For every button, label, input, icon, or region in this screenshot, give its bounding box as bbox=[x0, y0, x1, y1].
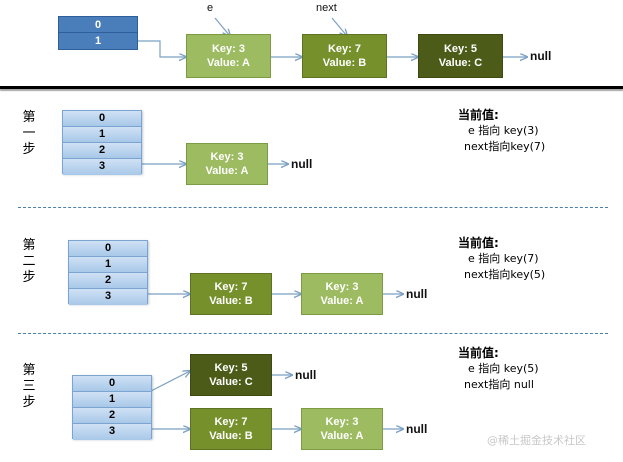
array-cell[interactable]: 3 bbox=[73, 424, 151, 440]
step-label-char: 三 bbox=[22, 379, 36, 394]
step-label-char: 步 bbox=[22, 142, 36, 157]
array-cell[interactable]: 2 bbox=[73, 408, 151, 424]
node-key: Key: 5 bbox=[214, 362, 248, 374]
node-key: Key: 3 bbox=[325, 416, 359, 428]
node-value: Value: A bbox=[320, 295, 364, 307]
current-values-row: e 指向 key(7) bbox=[468, 252, 539, 265]
step-label-1: 第 一 步 bbox=[18, 110, 40, 158]
step3-node-key7[interactable]: Key: 7 Value: B bbox=[190, 408, 272, 450]
node-value: Value: A bbox=[207, 57, 250, 69]
step-label-char: 第 bbox=[22, 363, 36, 378]
current-values-row: e 指向 key(5) bbox=[468, 362, 539, 375]
null-label: null bbox=[291, 157, 313, 171]
array-cell[interactable]: 0 bbox=[63, 111, 141, 127]
array-cell[interactable]: 2 bbox=[63, 143, 141, 159]
step-label-char: 第 bbox=[22, 238, 36, 253]
array-cell[interactable]: 0 bbox=[59, 17, 137, 33]
section-divider-solid bbox=[0, 86, 623, 89]
current-values-title: 当前值: bbox=[458, 236, 499, 250]
node-key: Key: 7 bbox=[214, 281, 248, 293]
current-values-row: e 指向 key(3) bbox=[468, 124, 539, 137]
top-array[interactable]: 0 1 bbox=[58, 16, 138, 50]
step1-array[interactable]: 0 1 2 3 bbox=[62, 110, 142, 175]
connector-step3-array-to-topnode bbox=[150, 371, 190, 392]
watermark: @稀土掘金技术社区 bbox=[487, 434, 586, 447]
array-cell[interactable]: 1 bbox=[94, 35, 102, 47]
array-cell[interactable]: 1 bbox=[63, 127, 141, 143]
array-cell[interactable]: 1 bbox=[69, 257, 147, 273]
node-value: Value: A bbox=[205, 165, 249, 177]
node-value: Value: B bbox=[322, 57, 367, 69]
null-label: null bbox=[295, 368, 317, 382]
step-label-char: 一 bbox=[22, 126, 36, 141]
null-label: null bbox=[406, 287, 428, 301]
node-key7[interactable]: Key: 7 Value: B bbox=[302, 34, 387, 78]
step2-node-key7[interactable]: Key: 7 Value: B bbox=[190, 273, 272, 315]
current-values-row: next指向 null bbox=[464, 378, 534, 391]
node-key: Key: 3 bbox=[325, 281, 359, 293]
current-values-title: 当前值: bbox=[458, 108, 499, 122]
step-label-char: 二 bbox=[22, 254, 36, 269]
step2-current-values: 当前值: e 指向 key(7) next指向key(5) bbox=[458, 235, 545, 283]
array-cell[interactable]: 3 bbox=[69, 289, 147, 305]
section-divider-dashed bbox=[18, 333, 608, 334]
array-cell[interactable]: 3 bbox=[63, 159, 141, 175]
section-divider-dashed bbox=[18, 207, 608, 208]
step-label-2: 第 二 步 bbox=[18, 238, 40, 286]
connector-top-array-to-node1 bbox=[137, 40, 186, 57]
step3-node-key5[interactable]: Key: 5 Value: C bbox=[190, 354, 272, 396]
node-key: Key: 3 bbox=[210, 151, 244, 163]
node-key3[interactable]: Key: 3 Value: A bbox=[186, 34, 271, 78]
step-label-3: 第 三 步 bbox=[18, 363, 40, 411]
step-label-char: 步 bbox=[22, 270, 36, 285]
array-cell[interactable]: 1 bbox=[73, 392, 151, 408]
step1-node-key3[interactable]: Key: 3 Value: A bbox=[186, 143, 268, 185]
node-key: Key: 7 bbox=[214, 416, 248, 428]
pointer-label-next: next bbox=[316, 2, 337, 14]
step2-node-key3[interactable]: Key: 3 Value: A bbox=[301, 273, 383, 315]
step1-current-values: 当前值: e 指向 key(3) next指向key(7) bbox=[458, 107, 545, 155]
current-values-row: next指向key(7) bbox=[464, 140, 546, 153]
null-label: null bbox=[530, 49, 552, 63]
step3-array[interactable]: 0 1 2 3 bbox=[72, 375, 152, 440]
current-values-title: 当前值: bbox=[458, 346, 499, 360]
pointer-label-e: e bbox=[207, 2, 214, 14]
null-label: null bbox=[406, 422, 428, 436]
step3-node-key3[interactable]: Key: 3 Value: A bbox=[301, 408, 383, 450]
step-label-char: 第 bbox=[22, 110, 36, 125]
array-cell[interactable]: 2 bbox=[69, 273, 147, 289]
node-value: Value: B bbox=[209, 430, 253, 442]
step3-current-values: 当前值: e 指向 key(5) next指向 null bbox=[458, 345, 539, 393]
array-cell[interactable]: 0 bbox=[73, 376, 151, 392]
node-value: Value: C bbox=[209, 376, 253, 388]
node-value: Value: C bbox=[438, 57, 483, 69]
node-key: Key: 7 bbox=[327, 43, 362, 55]
step2-array[interactable]: 0 1 2 3 bbox=[68, 240, 148, 305]
node-key5[interactable]: Key: 5 Value: C bbox=[418, 34, 503, 78]
node-key: Key: 3 bbox=[211, 43, 246, 55]
step-label-char: 步 bbox=[22, 395, 36, 410]
node-value: Value: A bbox=[320, 430, 364, 442]
node-key: Key: 5 bbox=[443, 43, 478, 55]
array-cell[interactable]: 0 bbox=[69, 241, 147, 257]
current-values-row: next指向key(5) bbox=[464, 268, 546, 281]
node-value: Value: B bbox=[209, 295, 253, 307]
